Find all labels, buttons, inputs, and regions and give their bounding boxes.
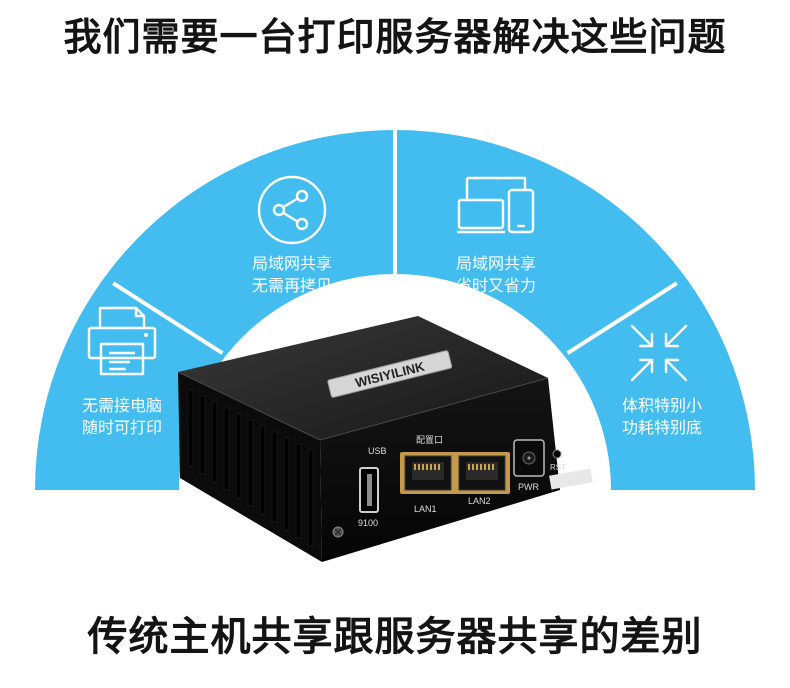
- lan1-label: LAN1: [414, 504, 437, 514]
- fan-divider-1: [112, 281, 224, 355]
- devices-icon: [457, 176, 535, 234]
- usb-port-tongue: [367, 474, 372, 506]
- share-icon: [257, 175, 327, 245]
- segment-size-line2: 功耗特别底: [621, 418, 702, 437]
- config-port-label: 配置口: [416, 435, 443, 446]
- fan-shape: [35, 130, 755, 490]
- lan2-label: LAN2: [468, 496, 491, 506]
- usb-port-number: 9100: [358, 518, 378, 528]
- segment-printer-line2: 随时可打印: [81, 418, 162, 437]
- segment-printer-line1: 无需接电脑: [81, 396, 162, 415]
- segment-share-label: 局域网共享 无需再拷贝: [230, 253, 354, 297]
- usb-label: USB: [368, 446, 387, 456]
- power-label: PWR: [518, 482, 539, 492]
- side-vents: [187, 389, 314, 547]
- page-title: 我们需要一台打印服务器解决这些问题: [63, 15, 727, 59]
- segment-share-line1: 局域网共享: [251, 254, 332, 273]
- segment-printer-label: 无需接电脑 随时可打印: [60, 395, 184, 439]
- serial-sticker: [549, 468, 593, 490]
- screw-slot-b: [334, 528, 342, 536]
- power-jack-pin: [527, 456, 531, 460]
- segment-share-line2: 无需再拷贝: [251, 276, 332, 295]
- lan1-port: [404, 455, 452, 491]
- section-title: 传统主机共享跟服务器共享的差别: [87, 614, 703, 660]
- lan2-port: [458, 455, 506, 491]
- reset-button: [552, 449, 562, 459]
- device-edge: [177, 371, 549, 441]
- segment-size-label: 体积特别小 功耗特别底: [600, 395, 724, 439]
- fan-divider-3: [566, 281, 678, 355]
- segment-size-line1: 体积特别小: [621, 396, 702, 415]
- segment-devices-line2: 省时又省力: [455, 276, 536, 295]
- segment-devices-line1: 局域网共享: [455, 254, 536, 273]
- printer-icon: [87, 306, 157, 376]
- segment-devices-label: 局域网共享 省时又省力: [434, 253, 558, 297]
- compress-arrows-icon: [630, 324, 688, 382]
- reset-label: RST: [550, 463, 566, 472]
